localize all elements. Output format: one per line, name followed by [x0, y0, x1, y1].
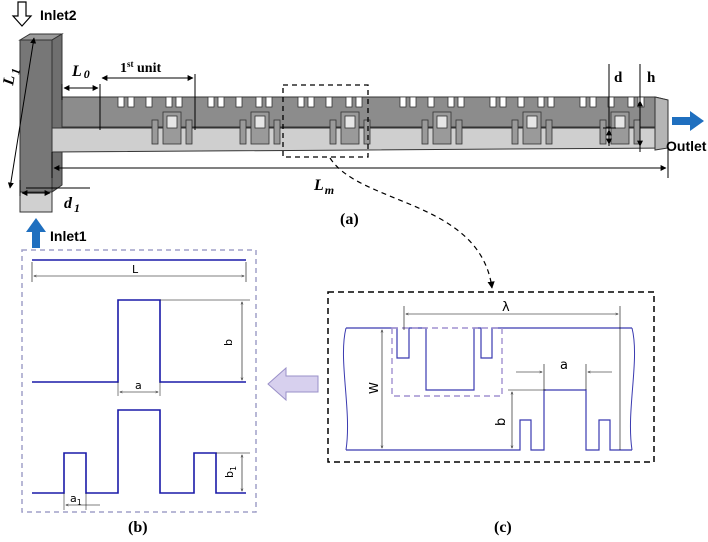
b-L-label: L — [132, 263, 139, 276]
inlet1-arrow — [26, 218, 46, 248]
c-left-edge — [342, 327, 349, 451]
panel-c: λ a W b — [327, 291, 655, 463]
bottom-posts — [151, 111, 641, 145]
unit-label: 1st unit — [120, 59, 161, 76]
c-unit-box — [391, 327, 503, 397]
b-b-label: b — [222, 339, 235, 346]
panel-c-box — [327, 291, 655, 463]
b-a-label: a — [135, 379, 142, 392]
inlet2-arrow — [11, 1, 33, 27]
panel-c-label: (c) — [494, 519, 512, 536]
inlet1-face — [19, 191, 53, 213]
b-rib-profile — [32, 299, 246, 383]
c-W-label: W — [367, 382, 381, 394]
inlet2-label: Inlet2 — [40, 7, 77, 23]
l1-dim-line — [7, 37, 37, 189]
outlet-arrow — [672, 111, 704, 131]
h-label: h — [647, 70, 656, 86]
outlet-label: Outlet — [666, 138, 707, 154]
c-b-label: b — [494, 418, 509, 426]
t-junction-front — [19, 39, 53, 193]
b-a1-label: a1 — [70, 492, 82, 507]
b-multi-profile — [32, 409, 246, 494]
panel-b: L b a b1 a1 — [21, 249, 257, 513]
c-right-edge — [629, 327, 636, 451]
panel-a-label: (a) — [340, 211, 359, 228]
c-lambda-label: λ — [502, 300, 510, 315]
panel-b-box — [21, 249, 257, 513]
zoom-connector — [329, 157, 495, 289]
b-b1-label: b1 — [223, 466, 238, 478]
c-a-label: a — [560, 358, 568, 373]
top-notches — [117, 96, 645, 108]
c-bottom-wall — [346, 389, 632, 451]
c-to-b-arrow — [267, 366, 319, 402]
panel-a-channel — [18, 33, 669, 213]
c-top-wall — [346, 327, 632, 391]
selection-box — [282, 84, 369, 158]
main-channel-front — [51, 127, 669, 153]
l1-label: L1 — [0, 66, 23, 88]
lm-label: Lm — [313, 177, 334, 197]
panel-b-label: (b) — [128, 519, 148, 536]
d-label: d — [614, 70, 623, 86]
inlet1-label: Inlet1 — [50, 228, 87, 244]
